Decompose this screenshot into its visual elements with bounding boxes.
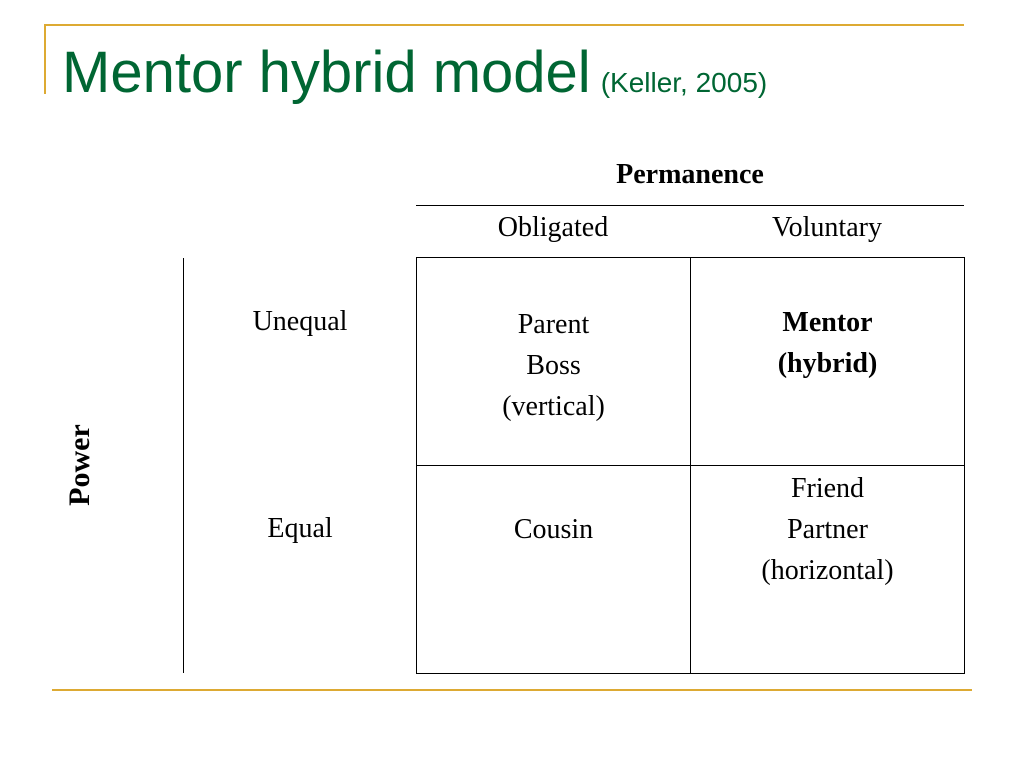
frame-top-rule bbox=[44, 24, 964, 26]
column-header-voluntary: Voluntary bbox=[772, 212, 882, 243]
frame-bottom-rule bbox=[52, 689, 972, 691]
cell-line: Cousin bbox=[513, 514, 594, 545]
column-header-obligated: Obligated bbox=[497, 212, 609, 243]
cell-equal-obligated: Cousin bbox=[416, 465, 691, 674]
cell-line: Mentor bbox=[782, 307, 873, 338]
cell-line: (hybrid) bbox=[777, 348, 878, 379]
column-axis-label: Permanence bbox=[616, 159, 764, 190]
slide-title: Mentor hybrid model (Keller, 2005) bbox=[62, 36, 767, 110]
cell-equal-voluntary: Friend Partner (horizontal) bbox=[690, 465, 965, 674]
cell-line: (horizontal) bbox=[761, 555, 894, 586]
row-header-equal: Equal bbox=[267, 513, 333, 544]
cell-line: Partner bbox=[787, 514, 868, 545]
column-header-rule bbox=[416, 205, 964, 206]
cell-line: Friend bbox=[790, 473, 865, 504]
cell-line: (vertical) bbox=[502, 391, 605, 422]
cell-unequal-voluntary: Mentor (hybrid) bbox=[690, 257, 965, 466]
row-axis-label: Power bbox=[63, 424, 96, 506]
row-header-unequal: Unequal bbox=[252, 306, 348, 337]
cell-unequal-obligated: Parent Boss (vertical) bbox=[416, 257, 691, 466]
cell-line: Boss bbox=[526, 350, 581, 381]
frame-left-rule bbox=[44, 24, 46, 94]
row-axis-rule bbox=[183, 258, 184, 673]
cell-line: Parent bbox=[517, 309, 590, 340]
title-citation: (Keller, 2005) bbox=[600, 67, 768, 98]
title-main: Mentor hybrid model bbox=[62, 40, 591, 105]
